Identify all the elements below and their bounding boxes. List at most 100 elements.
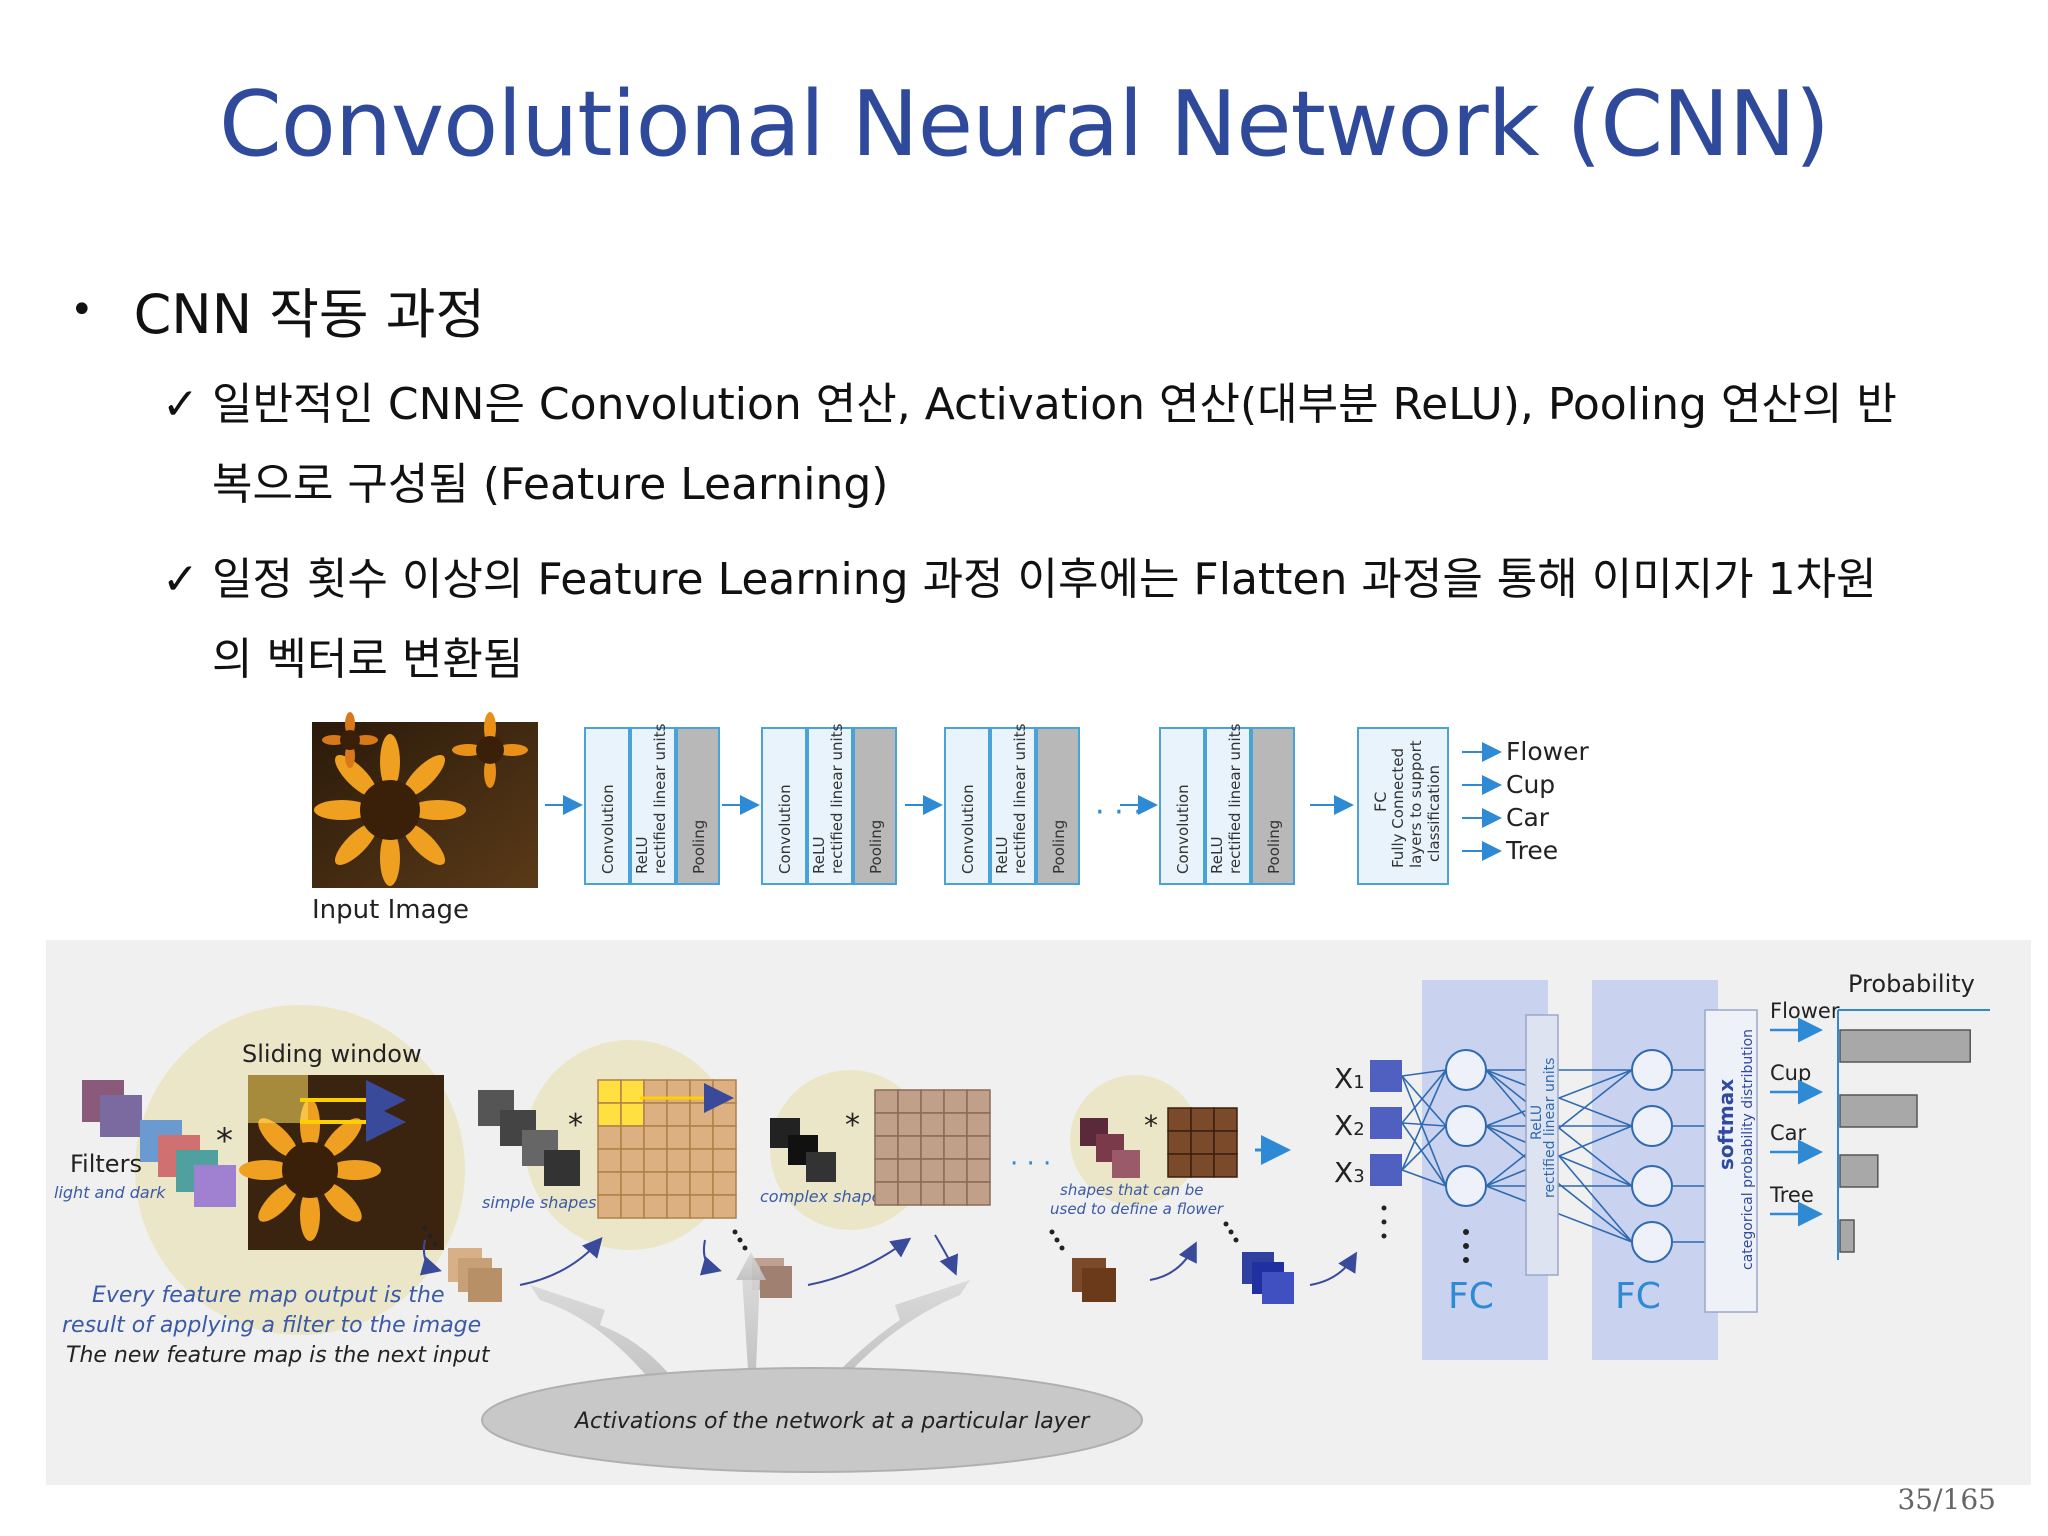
sub-bullet-1: ✓ 일반적인 CNN은 Convolution 연산, Activation 연… <box>162 365 2012 525</box>
relu-label-1: ReLU <box>1529 1105 1545 1140</box>
flower-shapes-stack <box>1080 1118 1140 1178</box>
layer-label-relu1: ReLU <box>633 836 651 874</box>
sub-bullet-2-line-2: 의 벡터로 변환됨 <box>212 634 524 685</box>
layer-label-conv: Convolution <box>959 784 977 874</box>
page-number: 35/165 <box>1897 1483 1996 1516</box>
fc-label: FC <box>1371 792 1390 812</box>
fc-desc-3: classification <box>1425 765 1443 862</box>
feature-map-stack-1 <box>448 1248 502 1302</box>
features-ellipsis: · · · <box>1010 1149 1051 1179</box>
layer-label-conv: Convolution <box>776 784 794 874</box>
prob-bar-flower <box>1839 1029 1971 1063</box>
softmax-desc: categorical probability distribution <box>1740 1029 1756 1270</box>
activations-label: Activations of the network at a particul… <box>573 1409 1091 1434</box>
fc1-label: FC <box>1448 1276 1494 1317</box>
layer-label-relu2: rectified linear units <box>1226 723 1244 874</box>
feature-grid-3 <box>1167 1107 1238 1178</box>
simple-shapes-label: simple shapes <box>482 1193 597 1212</box>
softmax-label: softmax <box>1714 1079 1738 1170</box>
caption-line-2: result of applying a filter to the image <box>62 1313 481 1338</box>
layer-label-conv: Convolution <box>1174 784 1192 874</box>
bullet-dot: • <box>70 286 94 333</box>
layers-ellipsis: · · · <box>1095 795 1143 830</box>
feature-map-stack-4 <box>1242 1252 1294 1304</box>
convolve-star-1: * <box>216 1121 233 1161</box>
check-icon: ✓ <box>162 554 199 605</box>
fc-desc-1: Fully Connected <box>1389 748 1407 868</box>
input-vector: X1 X2 X3 <box>1334 1060 1402 1239</box>
class-label-cup: Cup <box>1506 770 1555 799</box>
sliding-window-image <box>239 1075 444 1250</box>
layer-label-pool: Pooling <box>1265 820 1283 874</box>
fc-connections <box>1401 1069 1705 1243</box>
page-title: Convolutional Neural Network (CNN) <box>218 72 1830 177</box>
input-image-label: Input Image <box>312 895 469 925</box>
sub-bullet-1-line-1: 일반적인 CNN은 Convolution 연산, Activation 연산(… <box>212 379 1897 430</box>
softmax-column <box>1704 1009 1758 1313</box>
convolve-star-4: * <box>1144 1109 1158 1142</box>
layer-label-pool: Pooling <box>690 820 708 874</box>
flower-shapes-label-1: shapes that can be <box>1060 1181 1204 1199</box>
sliding-window-label: Sliding window <box>242 1040 422 1068</box>
input-image <box>312 712 538 888</box>
class-label-car: Car <box>1506 803 1550 832</box>
prob-bar-tree <box>1839 1219 1855 1253</box>
feature-map-stack-3 <box>1072 1258 1116 1302</box>
fc-box: FC Fully Connected layers to support cla… <box>1357 727 1449 885</box>
layer-label-conv: Convolution <box>599 784 617 874</box>
x2-label: X2 <box>1334 1109 1365 1142</box>
layer-label-relu2: rectified linear units <box>1011 723 1029 874</box>
sub-bullet-2-line-1: 일정 횟수 이상의 Feature Learning 과정 이후에는 Flatt… <box>212 554 1877 605</box>
probability-title: Probability <box>1848 970 1975 998</box>
x3-label: X3 <box>1334 1156 1365 1189</box>
fc-desc-2: layers to support <box>1407 740 1425 868</box>
convolve-star-3: * <box>845 1108 860 1143</box>
activations-ellipse <box>481 1367 1143 1473</box>
prob-class-cup: Cup <box>1770 1061 1811 1085</box>
fc2-label: FC <box>1615 1276 1661 1317</box>
relu-label-2: rectified linear units <box>1542 1058 1558 1198</box>
x1-label: X1 <box>1334 1062 1365 1095</box>
class-label-flower: Flower <box>1506 737 1589 766</box>
layer-label-relu1: ReLU <box>810 836 828 874</box>
filters-stack <box>82 1080 236 1207</box>
layer-label-relu2: rectified linear units <box>651 723 669 874</box>
light-dark-label: light and dark <box>54 1183 166 1202</box>
class-label-tree: Tree <box>1505 836 1558 865</box>
prob-class-tree: Tree <box>1769 1183 1814 1207</box>
layer-label-relu1: ReLU <box>993 836 1011 874</box>
convolve-star-2: * <box>568 1108 583 1143</box>
prob-bar-car <box>1839 1154 1879 1188</box>
activation-pointer-arrows <box>530 1252 970 1380</box>
sub-bullet-2: ✓ 일정 횟수 이상의 Feature Learning 과정 이후에는 Fla… <box>162 540 2012 700</box>
layer-label-pool: Pooling <box>1050 820 1068 874</box>
feature-grid-1 <box>597 1079 737 1219</box>
bullet-text: CNN 작동 과정 <box>133 283 486 346</box>
sub-bullet-1-line-2: 복으로 구성됨 (Feature Learning) <box>212 459 889 510</box>
prob-class-car: Car <box>1770 1121 1807 1145</box>
layer-label-pool: Pooling <box>867 820 885 874</box>
fc-nodes <box>1445 1049 1673 1263</box>
feature-grid-2 <box>874 1089 991 1206</box>
layer-label-relu1: ReLU <box>1208 836 1226 874</box>
filters-label: Filters <box>70 1150 142 1178</box>
simple-shapes-stack <box>478 1090 580 1186</box>
check-icon: ✓ <box>162 379 199 430</box>
cnn-feature-diagram: Filters light and dark * Sliding window … <box>46 940 2031 1485</box>
prob-class-flower: Flower <box>1770 999 1840 1023</box>
complex-shapes-label: complex shapes <box>760 1187 890 1206</box>
bullet-heading: • CNN 작동 과정 <box>70 270 485 349</box>
relu-column <box>1525 1014 1559 1276</box>
layer-label-relu2: rectified linear units <box>828 723 846 874</box>
dotted-connectors <box>422 1221 1239 1251</box>
prob-bar-cup <box>1839 1094 1918 1128</box>
flower-shapes-label-2: used to define a flower <box>1050 1200 1224 1218</box>
